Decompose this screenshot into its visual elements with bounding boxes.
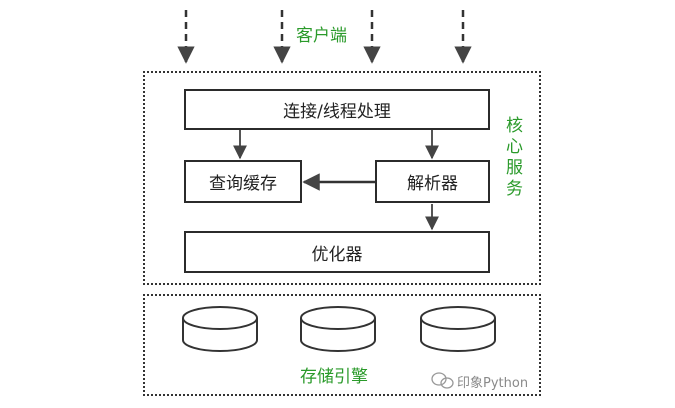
watermark-text: 印象Python bbox=[457, 376, 529, 391]
client-label: 客户端 bbox=[296, 26, 347, 46]
storage-engine-container bbox=[143, 294, 541, 396]
query-cache-box: 查询缓存 bbox=[184, 160, 302, 203]
disk-2 bbox=[300, 306, 376, 352]
storage-engine-label: 存储引擎 bbox=[300, 367, 368, 387]
optimizer-box: 优化器 bbox=[184, 231, 490, 273]
disk-1 bbox=[182, 306, 258, 352]
watermark-icon bbox=[431, 372, 454, 389]
core-service-label: 核心服务 bbox=[506, 116, 523, 199]
disk-3 bbox=[420, 306, 496, 352]
parser-box: 解析器 bbox=[375, 160, 490, 203]
connection-thread-box: 连接/线程处理 bbox=[184, 89, 490, 130]
core-service-container bbox=[143, 71, 541, 285]
